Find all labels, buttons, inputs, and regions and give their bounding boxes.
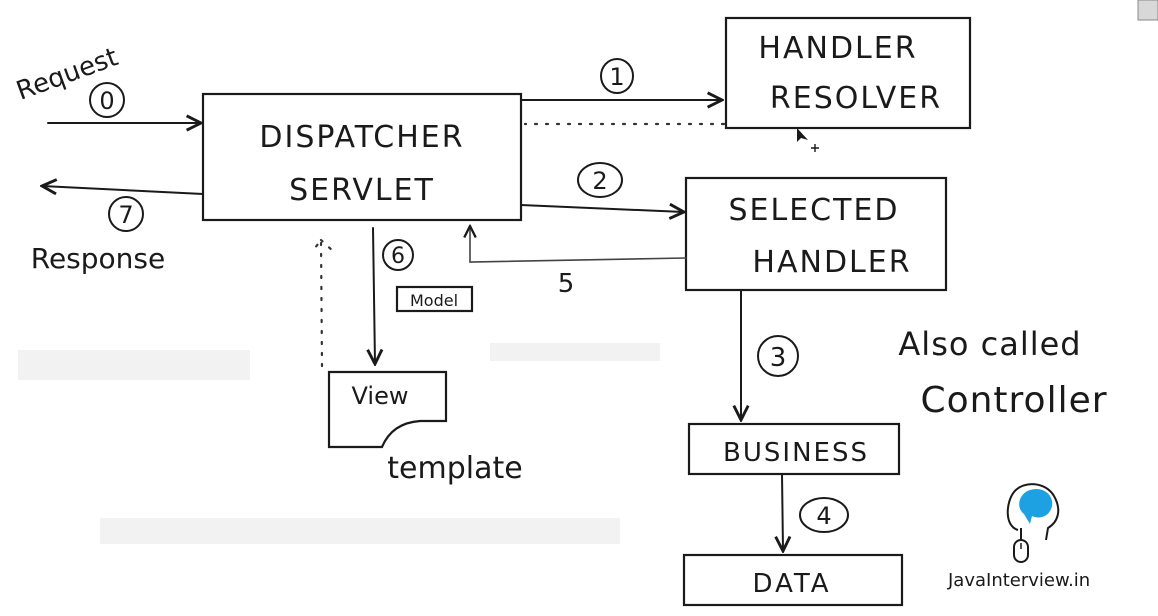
ghost-watermark	[100, 518, 620, 544]
dispatcher-label-line1: DISPATCHER	[259, 120, 464, 155]
model-box	[395, 285, 474, 313]
data-label: DATA	[753, 569, 832, 599]
window-corner	[1137, 0, 1158, 21]
dispatcher-label-line2: SERVLET	[289, 173, 435, 208]
view-return-dotted	[310, 236, 336, 368]
business-label: BUSINESS	[723, 438, 869, 468]
also-called-label: Also called	[898, 325, 1081, 363]
selected-label-line1: SELECTED	[729, 193, 900, 228]
step-1-label: 1	[609, 63, 624, 91]
ghost-watermark	[18, 350, 250, 380]
business-box	[687, 422, 901, 476]
step-1-circle	[600, 58, 634, 94]
view-label: View	[352, 382, 409, 410]
step-7-label: 7	[118, 201, 133, 229]
step-3-circle	[757, 335, 799, 377]
step-4-circle	[799, 497, 849, 533]
step-5-label: 5	[558, 269, 575, 299]
brand-logo-icon	[1006, 483, 1060, 563]
data-box	[682, 553, 904, 607]
step-7-circle	[108, 196, 144, 232]
step-3-label: 3	[770, 343, 787, 373]
selected-handler-box	[684, 176, 948, 292]
to-view-arrow	[373, 227, 375, 364]
step-6-circle	[382, 239, 414, 271]
brand-site-name: JavaInterview.in	[948, 570, 1091, 591]
step-0-label: 0	[99, 87, 114, 115]
step-5-return-arrow	[470, 226, 687, 263]
dispatcher-servlet-box	[201, 92, 523, 222]
handler-resolver-box	[724, 16, 972, 130]
crosshair-icon	[811, 144, 819, 152]
step-0-circle	[89, 82, 125, 118]
template-label: template	[387, 451, 522, 486]
resolver-label-line2: RESOLVER	[770, 81, 942, 116]
controller-label: Controller	[920, 380, 1107, 421]
step-4-label: 4	[816, 502, 831, 530]
ghost-watermark	[490, 343, 660, 361]
selected-label-line2: HANDLER	[752, 245, 911, 280]
step-6-label: 6	[391, 244, 405, 269]
response-label: Response	[31, 242, 165, 275]
model-label: Model	[410, 291, 458, 310]
view-template-shape	[327, 370, 448, 449]
response-arrow	[42, 186, 204, 194]
resolver-label-line1: HANDLER	[758, 31, 917, 66]
to-data-arrow	[782, 473, 783, 551]
step-2-circle	[577, 162, 623, 198]
cursor-icon	[797, 128, 808, 142]
to-selected-handler-arrow	[520, 205, 684, 212]
step-2-label: 2	[592, 167, 607, 195]
